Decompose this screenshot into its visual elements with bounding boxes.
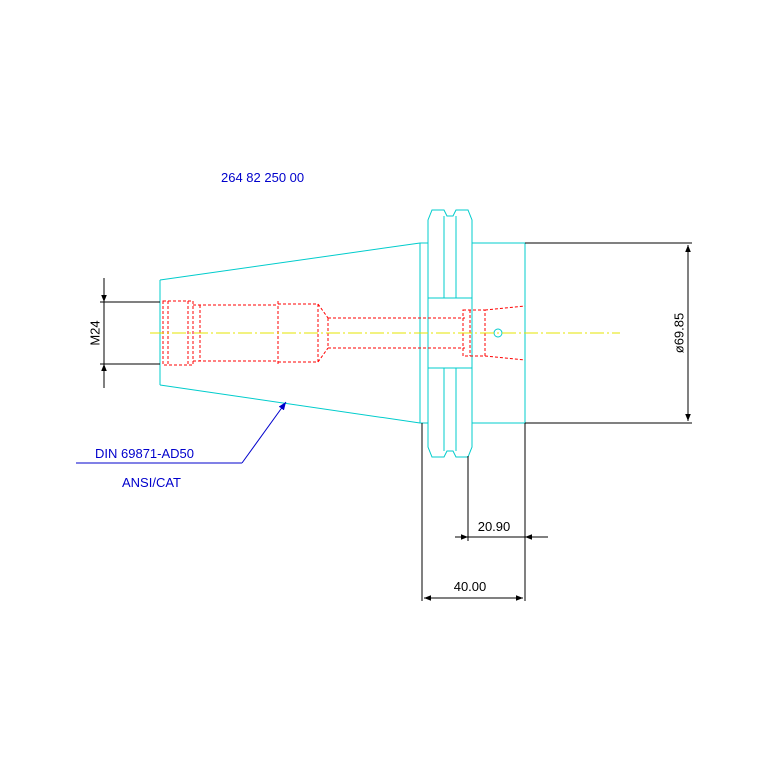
standard-sublabel: ANSI/CAT [122,475,181,490]
thread-dimension [100,278,160,388]
short-length-dimension [455,423,548,601]
standard-leader [76,401,287,464]
thread-dimension-label: M24 [87,320,102,345]
diameter-dimension-label: ø69.85 [671,313,686,353]
short-length-dimension-label: 20.90 [478,519,511,534]
diameter-dimension [525,242,692,424]
long-length-dimension [421,423,523,601]
flange-outline [420,209,473,458]
part-number: 264 82 250 00 [221,170,304,185]
standard-label: DIN 69871-AD50 [95,446,194,461]
long-length-dimension-label: 40.00 [454,579,487,594]
